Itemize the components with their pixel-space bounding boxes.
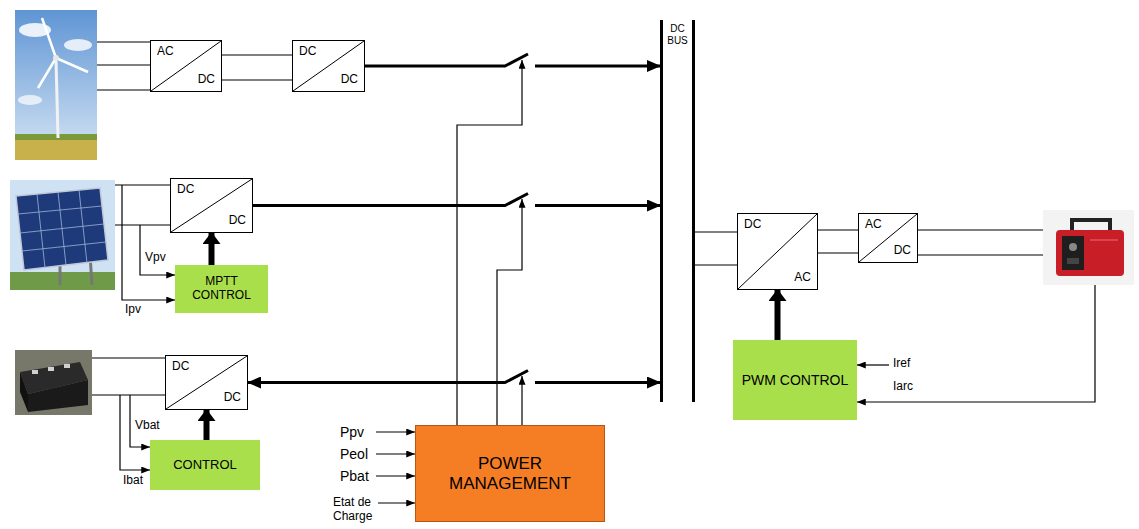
signal-name: Ibat — [123, 474, 143, 488]
converter-box: DC DC — [170, 178, 253, 233]
switch-command-wire — [457, 60, 522, 425]
converter-label: DC — [744, 218, 761, 232]
power-line — [818, 230, 858, 253]
welding-machine-picture — [1043, 210, 1134, 285]
power-line — [248, 371, 660, 383]
signal-name: Peol — [340, 446, 368, 462]
wire — [918, 229, 1043, 230]
signal-wire — [376, 431, 415, 432]
signal-wire — [857, 364, 889, 365]
signal-name: Iarc — [893, 380, 913, 394]
control-box: CONTROL — [150, 440, 260, 490]
converter-label: AC — [157, 45, 174, 59]
feedback-wire — [857, 285, 1095, 402]
converter-box: AC DC — [150, 40, 222, 92]
signal-name: Iref — [893, 357, 910, 371]
wire — [97, 64, 150, 65]
control-arrow — [775, 290, 781, 340]
control-box: MPTT CONTROL — [175, 265, 268, 313]
converter-label: DC — [198, 73, 215, 87]
power-line — [222, 55, 292, 80]
box-label: POWER MANAGEMENT — [426, 454, 594, 493]
converter-label: DC — [224, 391, 241, 405]
wire — [92, 357, 165, 358]
signal-name: Ppv — [340, 424, 364, 440]
sense-wire — [122, 185, 175, 300]
converter-box: DC DC — [292, 40, 365, 92]
sense-wire — [120, 395, 150, 470]
wire — [918, 254, 1043, 255]
switch-command-wire — [521, 376, 522, 425]
box-label: MPTT CONTROL — [181, 275, 262, 303]
signal-name: Vbat — [135, 419, 160, 433]
converter-label: DC — [229, 214, 246, 228]
converter-label: DC — [341, 73, 358, 87]
signal-name: Etat de Charge — [333, 496, 377, 524]
wire — [97, 41, 150, 42]
signal-name: Pbat — [340, 468, 369, 484]
converter-label: AC — [865, 218, 882, 232]
signal-name: Vpv — [145, 251, 166, 265]
signal-wire — [376, 453, 415, 454]
converter-label: DC — [172, 360, 189, 374]
dc-bus: DC BUS — [660, 20, 695, 402]
wind-turbine-picture — [15, 10, 97, 160]
converter-label: DC — [177, 183, 194, 197]
control-arrow — [209, 233, 215, 265]
signal-wire — [378, 502, 415, 503]
converter-label: DC — [894, 244, 911, 258]
converter-box: DC DC — [165, 355, 248, 410]
battery-picture — [15, 350, 92, 415]
control-arrow — [204, 410, 210, 440]
signal-name: Ipv — [125, 303, 141, 317]
box-label: CONTROL — [173, 458, 237, 473]
wire — [115, 184, 170, 185]
power-line — [253, 194, 660, 206]
power-line — [695, 232, 737, 265]
box-label: DC BUS — [663, 23, 692, 46]
converter-label: DC — [299, 45, 316, 59]
converter-box: AC DC — [858, 213, 918, 263]
control-box: PWM CONTROL — [733, 340, 857, 420]
solar-panel-picture — [10, 180, 115, 290]
wire — [92, 394, 165, 395]
signal-wire — [376, 475, 415, 476]
wire — [115, 224, 170, 225]
power-management-box: POWER MANAGEMENT — [415, 425, 605, 522]
converter-box: DC AC — [737, 213, 818, 290]
wire — [97, 89, 150, 90]
converter-label: AC — [794, 271, 811, 285]
power-line — [365, 54, 660, 66]
switch-command-wire — [497, 199, 522, 425]
box-label: PWM CONTROL — [742, 372, 849, 388]
